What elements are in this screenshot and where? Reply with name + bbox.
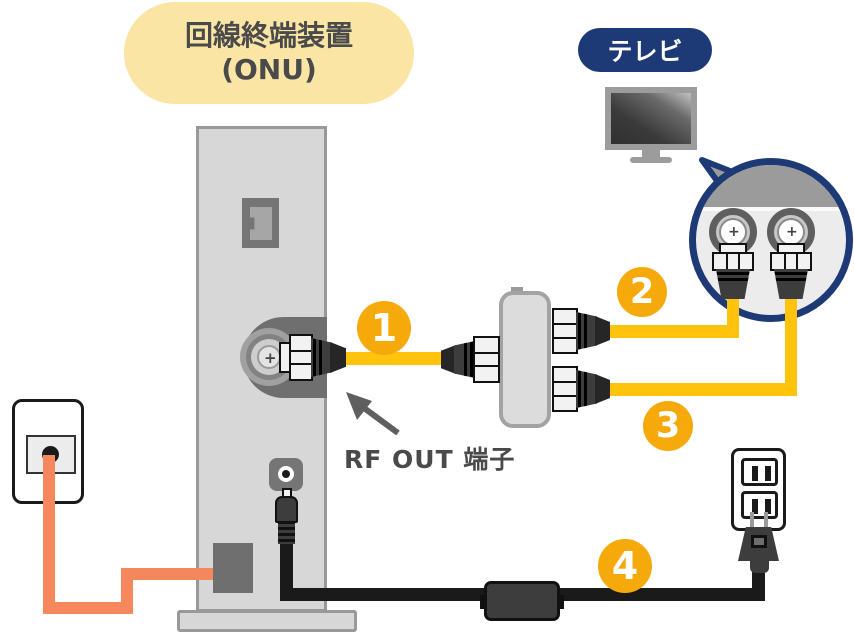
adapter-rib xyxy=(480,595,486,609)
coax-cable-3 xyxy=(785,298,797,396)
tv-coax-port-right-center xyxy=(777,218,805,246)
tv-screen xyxy=(611,93,691,144)
coax-port-plus-icon: + xyxy=(264,349,277,367)
socket-slot xyxy=(765,499,771,514)
socket-slot xyxy=(752,499,758,514)
tv-coax-left-plug xyxy=(716,269,750,299)
optical-cable-segment xyxy=(43,602,133,614)
optical-cable-segment xyxy=(121,568,228,580)
onu-title-label: 回線終端装置 (ONU) xyxy=(124,2,414,104)
coax-port-plus-icon: + xyxy=(786,224,798,240)
tv-icon xyxy=(605,87,697,150)
rf-connector-plug xyxy=(311,338,332,377)
power-plug-grip xyxy=(750,559,769,573)
step-badge-4: 4 xyxy=(598,539,652,593)
coax-cable-1 xyxy=(344,352,444,365)
tv-coax-left-nut xyxy=(712,252,754,271)
splitter xyxy=(499,291,551,428)
lan-port xyxy=(242,198,279,248)
rf-out-arrow-icon xyxy=(346,392,400,436)
rf-connector-cone xyxy=(330,342,346,373)
plug-prong xyxy=(750,512,754,530)
rf-connector-nut xyxy=(289,334,313,381)
splitter-output-bottom-plug xyxy=(576,370,597,408)
ac-adapter xyxy=(480,581,564,621)
coax-cable-2 xyxy=(608,325,739,338)
plug-prong xyxy=(764,512,768,530)
optical-cable-port xyxy=(213,543,253,593)
optical-cable-segment xyxy=(43,455,55,614)
tv-stand-neck xyxy=(642,150,660,158)
onu-title-line2: (ONU) xyxy=(221,53,317,86)
power-socket-top xyxy=(741,458,778,486)
socket-slot xyxy=(752,466,758,481)
power-outlet xyxy=(731,448,786,531)
tv-stand-base xyxy=(630,157,672,163)
splitter-input-plug xyxy=(454,341,475,378)
bubble-gray-cap xyxy=(696,165,846,207)
splitter-output-top-nut xyxy=(552,308,578,354)
power-plug-hole xyxy=(751,535,767,548)
splitter-tab xyxy=(511,287,523,294)
bubble-cap-line xyxy=(696,207,846,211)
splitter-output-top-cone xyxy=(595,316,610,346)
splitter-output-top-plug xyxy=(576,312,597,350)
step-badge-2: 2 xyxy=(617,267,667,317)
coax-port-plus-icon: + xyxy=(728,224,740,240)
step-badge-1: 1 xyxy=(357,301,411,355)
splitter-input-cone xyxy=(441,345,456,374)
onu-title-line1: 回線終端装置 xyxy=(184,19,353,52)
dc-power-jack xyxy=(269,458,303,491)
dc-plug xyxy=(275,496,298,523)
splitter-output-bottom-cone xyxy=(595,374,610,404)
step-badge-3: 3 xyxy=(643,401,693,451)
tv-coax-right-nut xyxy=(770,252,812,271)
adapter-rib xyxy=(558,595,564,609)
lan-port-inner xyxy=(250,207,272,240)
coax-cable-3 xyxy=(608,383,797,396)
rf-out-label: RF OUT 端子 xyxy=(344,445,516,474)
coax-cable-2 xyxy=(727,296,739,338)
onu-stand xyxy=(177,610,357,632)
tv-label: テレビ xyxy=(578,28,712,72)
power-socket-bottom xyxy=(741,491,778,519)
dc-jack-hole xyxy=(282,470,290,478)
tv-coax-right-plug xyxy=(774,269,808,299)
dc-plug-ribs xyxy=(278,521,295,544)
power-cable-segment xyxy=(752,567,765,601)
power-cable-segment xyxy=(280,542,293,601)
splitter-input-nut xyxy=(473,336,500,383)
socket-slot xyxy=(765,466,771,481)
splitter-output-bottom-nut xyxy=(552,366,578,412)
